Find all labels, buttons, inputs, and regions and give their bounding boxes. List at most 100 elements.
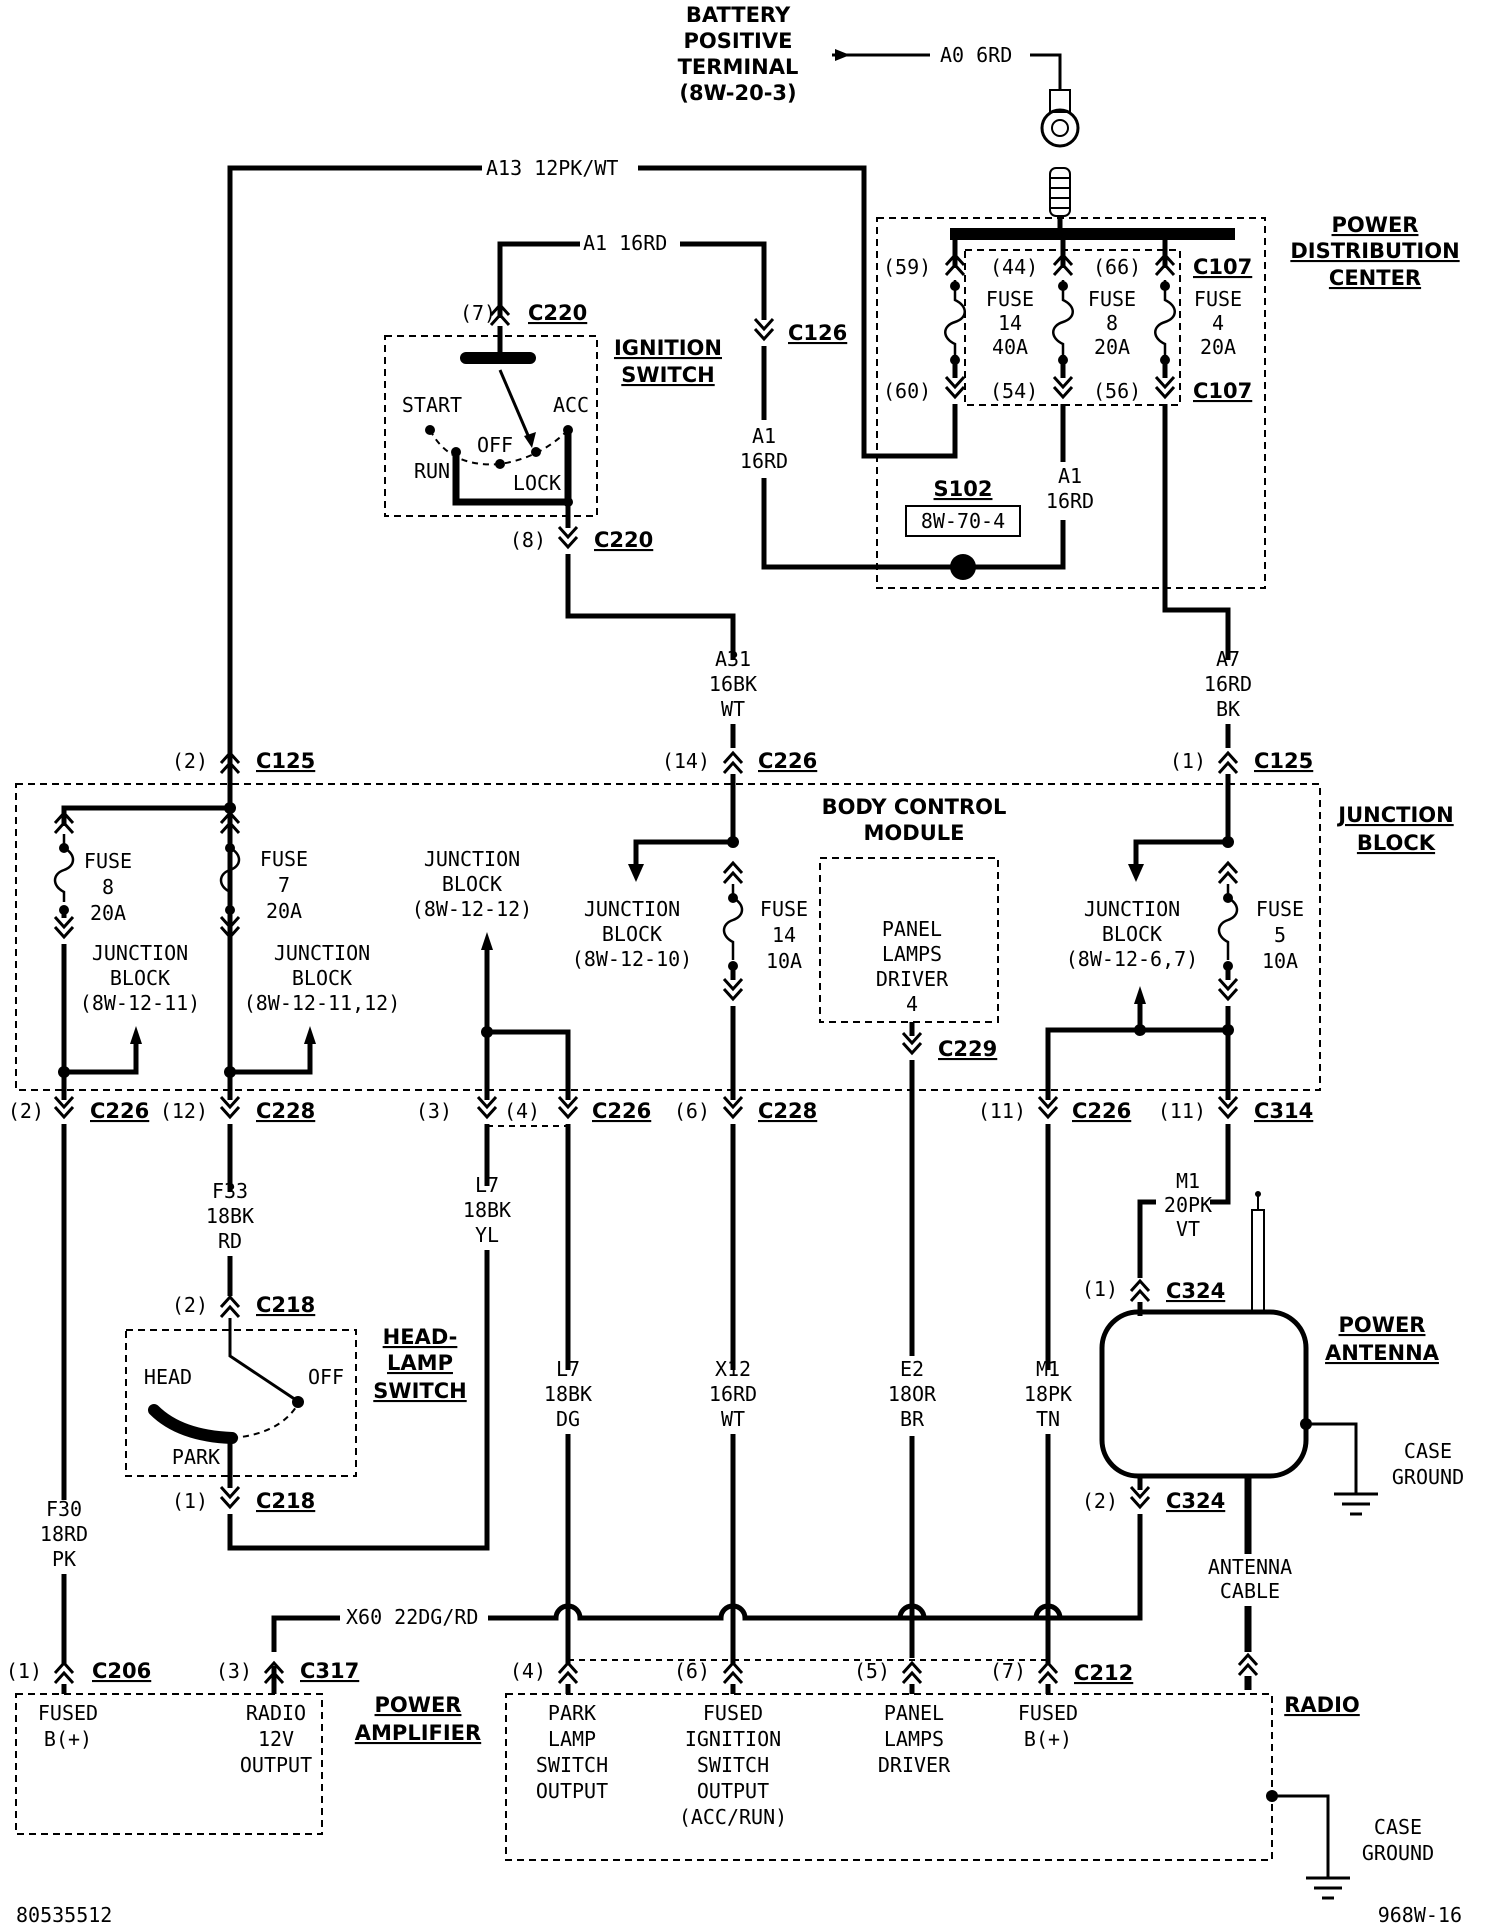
e2-label-1: E2 — [900, 1357, 924, 1381]
svg-text:RADIO: RADIO — [246, 1701, 306, 1725]
svg-text:DRIVER: DRIVER — [876, 967, 949, 991]
svg-text:CASE: CASE — [1404, 1439, 1452, 1463]
c125-right-label: C125 — [1254, 749, 1313, 773]
f33-label-2: 18BK — [206, 1204, 254, 1228]
battery-label: BATTERY POSITIVE TERMINAL (8W-20-3) — [678, 3, 799, 105]
svg-text:14: 14 — [998, 311, 1022, 335]
f30-label-1: F30 — [46, 1497, 82, 1521]
m1-vt-label-2: 20PK — [1164, 1193, 1212, 1217]
headlamp-head-label: HEAD — [144, 1365, 192, 1389]
svg-text:PANEL: PANEL — [882, 917, 942, 941]
svg-text:8: 8 — [102, 875, 114, 899]
radio-fused-label: FUSED B(+) — [1018, 1701, 1078, 1751]
svg-text:12V: 12V — [258, 1727, 294, 1751]
svg-text:BLOCK: BLOCK — [602, 922, 662, 946]
svg-text:ANTENNA: ANTENNA — [1325, 1341, 1440, 1365]
c226-right-label: C226 — [1072, 1099, 1131, 1123]
pdc-pin-44: (44) — [990, 255, 1038, 279]
svg-text:FUSED: FUSED — [703, 1701, 763, 1725]
svg-text:DISTRIBUTION: DISTRIBUTION — [1290, 239, 1459, 263]
svg-text:JUNCTION: JUNCTION — [1336, 803, 1453, 827]
svg-text:BLOCK: BLOCK — [1357, 831, 1436, 855]
c228-left-label: C228 — [256, 1099, 315, 1123]
power-antenna-title: POWER ANTENNA — [1325, 1313, 1440, 1365]
c218-pin-1: (1) — [172, 1489, 208, 1513]
c218-top-label: C218 — [256, 1293, 315, 1317]
c324-pin-2: (2) — [1082, 1489, 1118, 1513]
a0-wire-right — [1030, 53, 1062, 90]
pdc-fuse-14: FUSE 14 40A — [944, 234, 1034, 399]
svg-text:FUSE: FUSE — [1256, 897, 1304, 921]
c226-pin-4: (4) — [504, 1099, 540, 1123]
panel-lamps-driver: PANEL LAMPS DRIVER 4 — [876, 917, 949, 1016]
c212-label: C212 — [1074, 1661, 1133, 1685]
svg-text:(8W-12-11): (8W-12-11) — [80, 991, 200, 1015]
headlamp-off-label: OFF — [308, 1365, 344, 1389]
bcm-title: BODY CONTROL MODULE — [822, 795, 1007, 845]
antenna-cable-label-1: ANTENNA — [1208, 1555, 1292, 1579]
a1-top-label: A1 16RD — [583, 231, 667, 255]
c212-pin-6: (6) — [674, 1659, 710, 1683]
pdc-pin-66: (66) — [1093, 255, 1141, 279]
c212-pin-4: (4) — [510, 1659, 546, 1683]
radio-ign-label: FUSED IGNITION SWITCH OUTPUT (ACC/RUN) — [679, 1701, 787, 1829]
svg-text:OUTPUT: OUTPUT — [697, 1779, 769, 1803]
svg-text:PARK: PARK — [548, 1701, 596, 1725]
svg-text:MODULE: MODULE — [864, 821, 965, 845]
a1-left-label-2: 16RD — [740, 449, 788, 473]
svg-text:FUSED: FUSED — [38, 1701, 98, 1725]
junction-block-title: JUNCTION BLOCK — [1336, 803, 1453, 855]
battery-terminal-icon — [1040, 89, 1080, 217]
footer-right: 968W-16 — [1378, 1903, 1462, 1927]
antenna-ground-icon — [1334, 1492, 1378, 1516]
pdc-pin-54: (54) — [990, 379, 1038, 403]
radio-panel-label: PANEL LAMPS DRIVER — [878, 1701, 951, 1777]
c107-bottom-label: C107 — [1193, 379, 1252, 403]
jb-ref-67: JUNCTION BLOCK (8W-12-6,7) — [1066, 897, 1198, 971]
svg-text:LAMP: LAMP — [387, 1351, 453, 1375]
svg-text:POWER: POWER — [1332, 213, 1419, 237]
headlamp-park-label: PARK — [172, 1445, 220, 1469]
svg-text:BLOCK: BLOCK — [1102, 922, 1162, 946]
svg-text:GROUND: GROUND — [1392, 1465, 1464, 1489]
svg-text:FUSE: FUSE — [986, 287, 1034, 311]
svg-text:POSITIVE: POSITIVE — [684, 29, 793, 53]
a1-right-label-2: 16RD — [1046, 489, 1094, 513]
jb-ref-11: JUNCTION BLOCK (8W-12-11) — [80, 941, 200, 1015]
svg-text:CASE: CASE — [1374, 1815, 1422, 1839]
c324-pin-1: (1) — [1082, 1277, 1118, 1301]
x12-label-3: WT — [721, 1407, 745, 1431]
ign-run-acc-bus — [452, 430, 572, 506]
svg-text:40A: 40A — [992, 335, 1028, 359]
svg-text:LAMPS: LAMPS — [882, 942, 942, 966]
c226-pin-11: (11) — [978, 1099, 1026, 1123]
antenna-cable-label-2: CABLE — [1220, 1579, 1280, 1603]
a0-wire-label: A0 6RD — [940, 43, 1012, 67]
radio-ground-label: CASE GROUND — [1362, 1815, 1434, 1865]
svg-text:SWITCH: SWITCH — [697, 1753, 769, 1777]
svg-text:JUNCTION: JUNCTION — [1084, 897, 1180, 921]
footer-left: 80535512 — [16, 1903, 112, 1927]
a1-right-label-1: A1 — [1058, 464, 1082, 488]
power-amplifier-box — [15, 1693, 323, 1835]
power-amplifier-title: POWER AMPLIFIER — [355, 1693, 481, 1745]
svg-text:B(+): B(+) — [1024, 1727, 1072, 1751]
svg-text:BLOCK: BLOCK — [292, 966, 352, 990]
c226-mid-label: C226 — [592, 1099, 651, 1123]
svg-text:20A: 20A — [1094, 335, 1130, 359]
svg-text:CENTER: CENTER — [1329, 266, 1421, 290]
jb-fuse-7: FUSE 7 20A — [219, 834, 308, 923]
c218-pin-2: (2) — [172, 1293, 208, 1317]
c228-pin-12: (12) — [160, 1099, 208, 1123]
svg-text:(ACC/RUN): (ACC/RUN) — [679, 1805, 787, 1829]
svg-text:14: 14 — [772, 923, 796, 947]
l7-dg-label-2: 18BK — [544, 1382, 592, 1406]
pdc-pin-60: (60) — [883, 379, 931, 403]
svg-text:(8W-12-11,12): (8W-12-11,12) — [244, 991, 401, 1015]
svg-text:LAMP: LAMP — [548, 1727, 596, 1751]
c206-label: C206 — [92, 1659, 151, 1683]
f33-label-3: RD — [218, 1229, 242, 1253]
svg-text:5: 5 — [1274, 923, 1286, 947]
l7-yl-label-1: L7 — [475, 1173, 499, 1197]
ign-pin-7: (7) — [460, 301, 496, 325]
